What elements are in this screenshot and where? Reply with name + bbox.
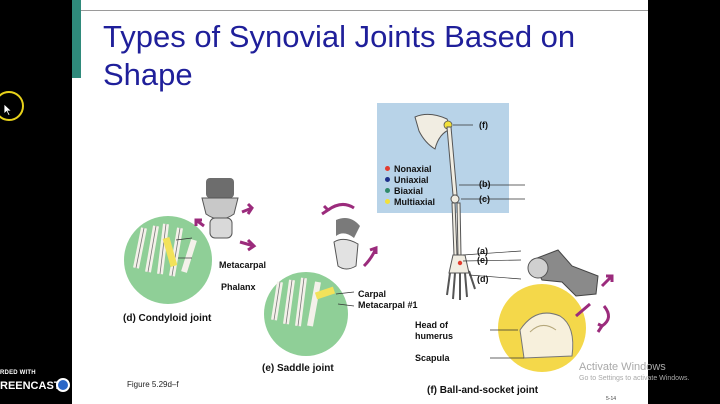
legend-label-biaxial: Biaxial [394,185,424,196]
condyloid-caption: (d) Condyloid joint [123,313,212,324]
condyloid-joint-illustration [124,178,257,304]
activate-windows-watermark: Activate Windows Go to Settings to activ… [579,361,690,382]
watermark-subtitle: Go to Settings to activate Windows. [579,375,690,382]
legend-swatch-uniaxial [385,177,390,182]
slide-accent-bar [72,0,81,78]
legend-swatch-biaxial [385,188,390,193]
skeleton-label-f: (f) [479,120,488,130]
condyloid-label-metacarpal: Metacarpal [219,260,267,270]
right-letterbox [648,0,720,404]
slide-title: Types of Synovial Joints Based on Shape [103,19,576,92]
slide-number: 5-14 [606,396,617,402]
recorder-line-2: REENCAST [0,380,61,392]
skeleton-label-e: (e) [477,255,488,265]
legend-label-uniaxial: Uniaxial [394,174,429,185]
legend-swatch-nonaxial [385,166,390,171]
screencast-logo-icon [56,378,70,392]
legend-item-nonaxial: Nonaxial [385,163,435,174]
legend-label-multiaxial: Multiaxial [394,196,436,207]
legend-item-biaxial: Biaxial [385,185,435,196]
figure-reference: Figure 5.29d–f [127,380,179,389]
skeleton-label-d: (d) [477,274,489,284]
saddle-label-carpal: Carpal [358,289,387,299]
screencast-recorder-badge: RDED WITH REENCAST [0,368,72,404]
ball-socket-label-humerus: humerus [415,331,454,341]
watermark-title: Activate Windows [579,361,666,373]
ball-socket-label-head-of: Head of [415,320,449,330]
joint-movement-legend: Nonaxial Uniaxial Biaxial Multiaxial [385,163,435,207]
saddle-label-metacarpal-1: Metacarpal #1 [358,300,418,310]
saddle-joint-illustration [264,203,378,356]
arm-skeleton-illustration [414,113,525,300]
left-letterbox [0,0,72,404]
legend-swatch-multiaxial [385,199,390,204]
ball-socket-label-scapula: Scapula [415,353,450,363]
skeleton-label-a: (a) [477,246,488,256]
mouse-cursor-icon [4,104,12,116]
saddle-caption: (e) Saddle joint [262,363,334,374]
ball-and-socket-illustration [490,249,614,372]
ball-socket-caption: (f) Ball-and-socket joint [427,385,539,396]
legend-item-uniaxial: Uniaxial [385,174,435,185]
skeleton-label-c: (c) [479,194,490,204]
skeleton-label-b: (b) [479,179,491,189]
cursor-highlight-ring [0,91,24,121]
condyloid-label-phalanx: Phalanx [221,282,256,292]
presentation-slide: Types of Synovial Joints Based on Shape … [72,0,648,404]
recorder-brand-suffix: MATIC [73,381,108,393]
slide-top-rule [81,10,648,11]
legend-label-nonaxial: Nonaxial [394,163,432,174]
legend-item-multiaxial: Multiaxial [385,196,435,207]
recorder-line-1: RDED WITH [0,370,36,376]
